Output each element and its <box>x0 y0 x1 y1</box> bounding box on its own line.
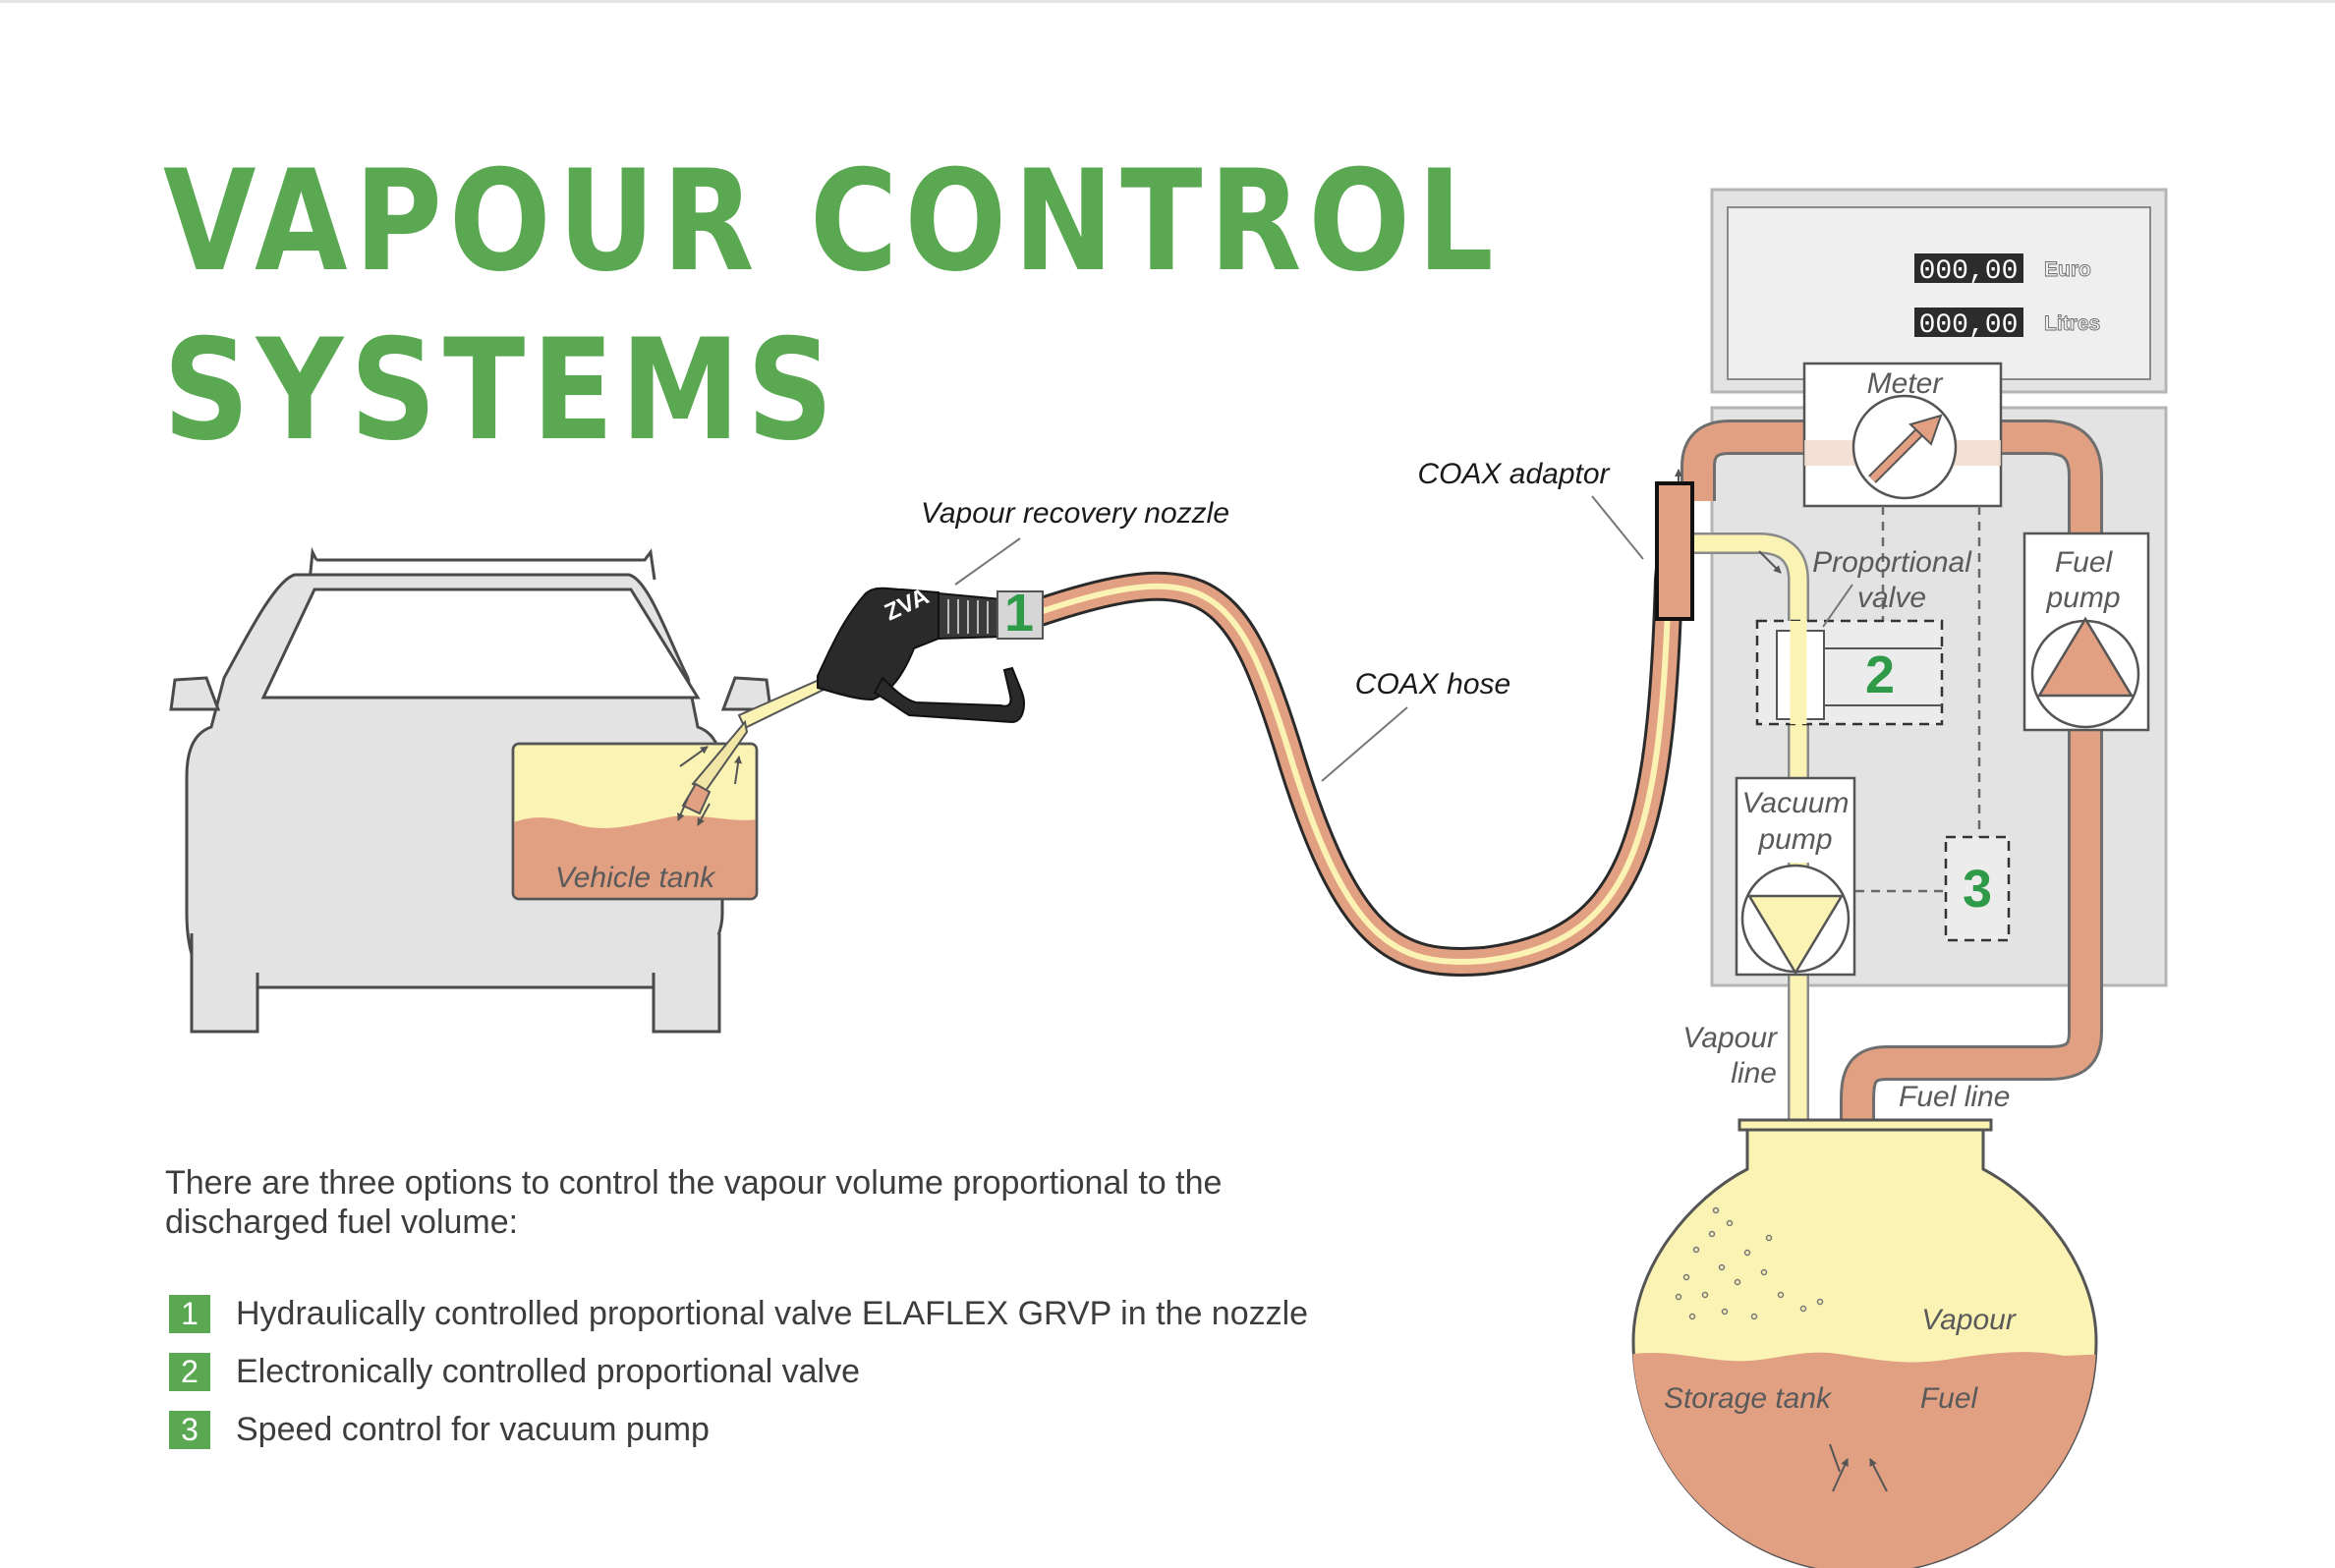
vapour-line-pipe <box>1680 534 1807 1267</box>
page-title: VAPOUR CONTROL SYSTEMS <box>163 138 1501 476</box>
speed-control: 3 <box>1944 835 2011 942</box>
vacuum-pump-label-1: Vacuum <box>1742 787 1850 819</box>
fuel-pump-label-2: pump <box>2045 582 2120 614</box>
fuel-line-pipe <box>1683 422 2100 1474</box>
euro-counter <box>1914 253 2023 283</box>
tank-vapour-label: Vapour <box>1921 1304 2017 1336</box>
option-3-text: Speed control for vacuum pump <box>236 1411 710 1448</box>
coax-hose <box>1025 486 1690 977</box>
car-mirror-left <box>169 676 221 711</box>
litres-counter <box>1914 308 2023 337</box>
proportional-valve-label-2: valve <box>1857 582 1926 614</box>
nozzle-label: Vapour recovery nozzle <box>921 497 1229 530</box>
coax-hose-label: COAX hose <box>1355 668 1510 700</box>
euro-value: 000,00 <box>1919 256 2019 287</box>
storage-tank: Storage tank Fuel Vapour <box>1631 1118 2098 1568</box>
option-2: 2 Electronically controlled proportional… <box>169 1343 1308 1401</box>
option-1-number: 1 <box>169 1295 210 1333</box>
fuel-pump: Fuel pump <box>2022 532 2150 732</box>
coax-adaptor-label: COAX adaptor <box>1417 458 1610 490</box>
vacuum-pump: Vacuum pump <box>1735 776 1856 977</box>
option-2-number: 2 <box>169 1353 210 1391</box>
meter: Meter <box>1802 362 2003 508</box>
proportional-valve-label-1: Proportional <box>1812 546 1972 579</box>
coax-adaptor <box>1655 481 1694 621</box>
option-3: 3 Speed control for vacuum pump <box>169 1401 1308 1459</box>
litres-unit: Litres <box>2044 312 2100 335</box>
euro-unit: Euro <box>2044 258 2091 281</box>
intro-text: There are three options to control the v… <box>165 1164 1223 1241</box>
car-wheel-right <box>652 933 721 1034</box>
option-2-text: Electronically controlled proportional v… <box>236 1353 860 1390</box>
fuel-line-label: Fuel line <box>1899 1081 2010 1113</box>
vapour-recovery-nozzle: ZVA 1 <box>817 583 1044 724</box>
vapour-line-label-1: Vapour <box>1682 1022 1778 1054</box>
vacuum-pump-label-2: pump <box>1757 823 1832 856</box>
top-divider <box>0 0 2335 3</box>
tank-fuel-label: Fuel <box>1920 1382 1979 1415</box>
badge-1-nozzle: 1 <box>1004 584 1034 643</box>
meter-label: Meter <box>1867 367 1944 400</box>
storage-tank-label: Storage tank <box>1664 1382 1833 1415</box>
vapour-line-label-2: line <box>1731 1057 1777 1090</box>
vehicle-tank-label: Vehicle tank <box>555 862 716 894</box>
litres-value: 000,00 <box>1919 310 2019 341</box>
car-rear-window <box>260 588 701 700</box>
option-1-text: Hydraulically controlled proportional va… <box>236 1295 1309 1332</box>
title-line-1: VAPOUR CONTROL <box>163 140 1501 303</box>
proportional-valve: 2 <box>1755 619 1944 726</box>
car-wheel-left <box>190 933 259 1034</box>
options-list: 1 Hydraulically controlled proportional … <box>169 1285 1308 1459</box>
option-1: 1 Hydraulically controlled proportional … <box>169 1285 1308 1343</box>
nozzle-spout <box>677 676 829 826</box>
badge-2-valve: 2 <box>1865 645 1895 704</box>
option-3-number: 3 <box>169 1411 210 1449</box>
display-panel <box>1727 206 2151 380</box>
fuel-pump-label-1: Fuel <box>2055 546 2114 579</box>
vapour-bubbles <box>1675 1206 1824 1320</box>
badge-3-speed: 3 <box>1963 860 1992 919</box>
signal-lines <box>1855 506 1981 893</box>
title-line-2: SYSTEMS <box>163 309 840 472</box>
